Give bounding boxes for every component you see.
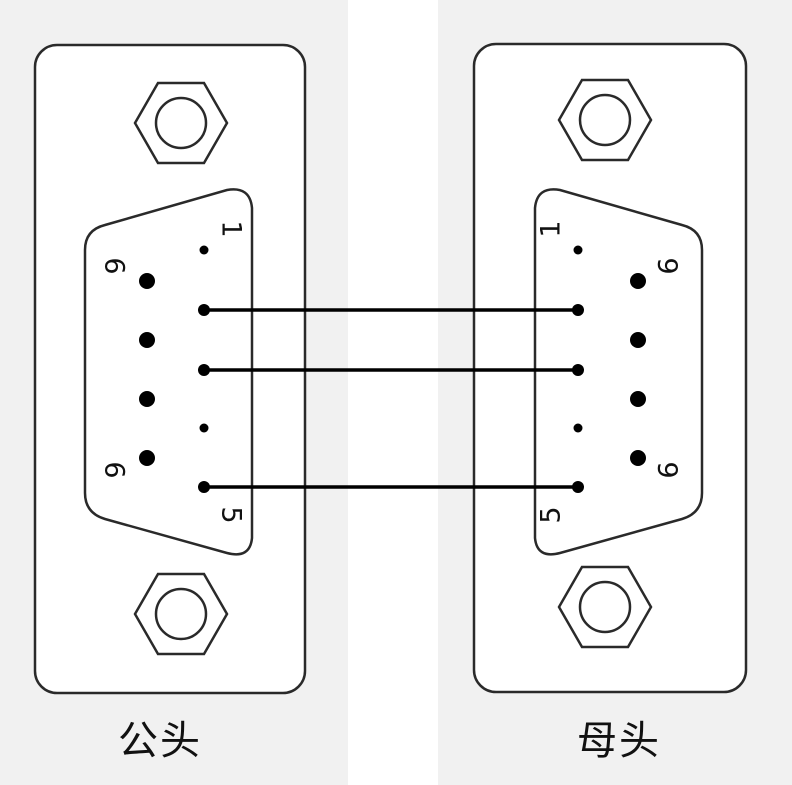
male-pin-6 bbox=[139, 273, 155, 289]
female-top-hex-nut-icon bbox=[557, 78, 653, 162]
female-pin-1 bbox=[573, 245, 583, 255]
female-pin-label-5: 5 bbox=[536, 506, 567, 523]
female-pin-label-1: 1 bbox=[536, 220, 567, 237]
female-d-sub-shell bbox=[533, 188, 704, 556]
female-pin-7 bbox=[630, 332, 646, 348]
male-bottom-hex-nut-icon bbox=[133, 572, 229, 656]
wires bbox=[202, 308, 580, 489]
female-connector-caption: 母头 bbox=[577, 718, 661, 764]
female-pin-9 bbox=[630, 450, 646, 466]
male-top-hex-nut-icon bbox=[133, 81, 229, 165]
male-pin-label-5: 5 bbox=[216, 506, 247, 523]
male-pin-label-6-bottom: 6 bbox=[99, 461, 130, 478]
male-pin-9 bbox=[139, 450, 155, 466]
male-pin-8 bbox=[139, 391, 155, 407]
female-pin-label-6-bottom: 6 bbox=[654, 461, 685, 478]
male-pin-4 bbox=[199, 423, 209, 433]
male-pins bbox=[139, 245, 210, 493]
female-pin-6 bbox=[630, 273, 646, 289]
male-connector-caption: 公头 bbox=[118, 718, 202, 764]
male-pin-1 bbox=[199, 245, 209, 255]
male-connector: 1 6 6 5 bbox=[33, 43, 307, 695]
male-pin-7 bbox=[139, 332, 155, 348]
male-d-sub-shell bbox=[83, 188, 254, 556]
female-bottom-hex-nut-icon bbox=[557, 565, 653, 649]
female-pins bbox=[572, 245, 646, 493]
male-pin-label-1: 1 bbox=[216, 220, 247, 237]
female-connector: 1 6 6 5 bbox=[472, 42, 748, 694]
female-pin-4 bbox=[573, 423, 583, 433]
female-pin-label-6-top: 6 bbox=[654, 257, 685, 274]
female-pin-8 bbox=[630, 391, 646, 407]
male-pin-label-6-top: 6 bbox=[99, 257, 130, 274]
